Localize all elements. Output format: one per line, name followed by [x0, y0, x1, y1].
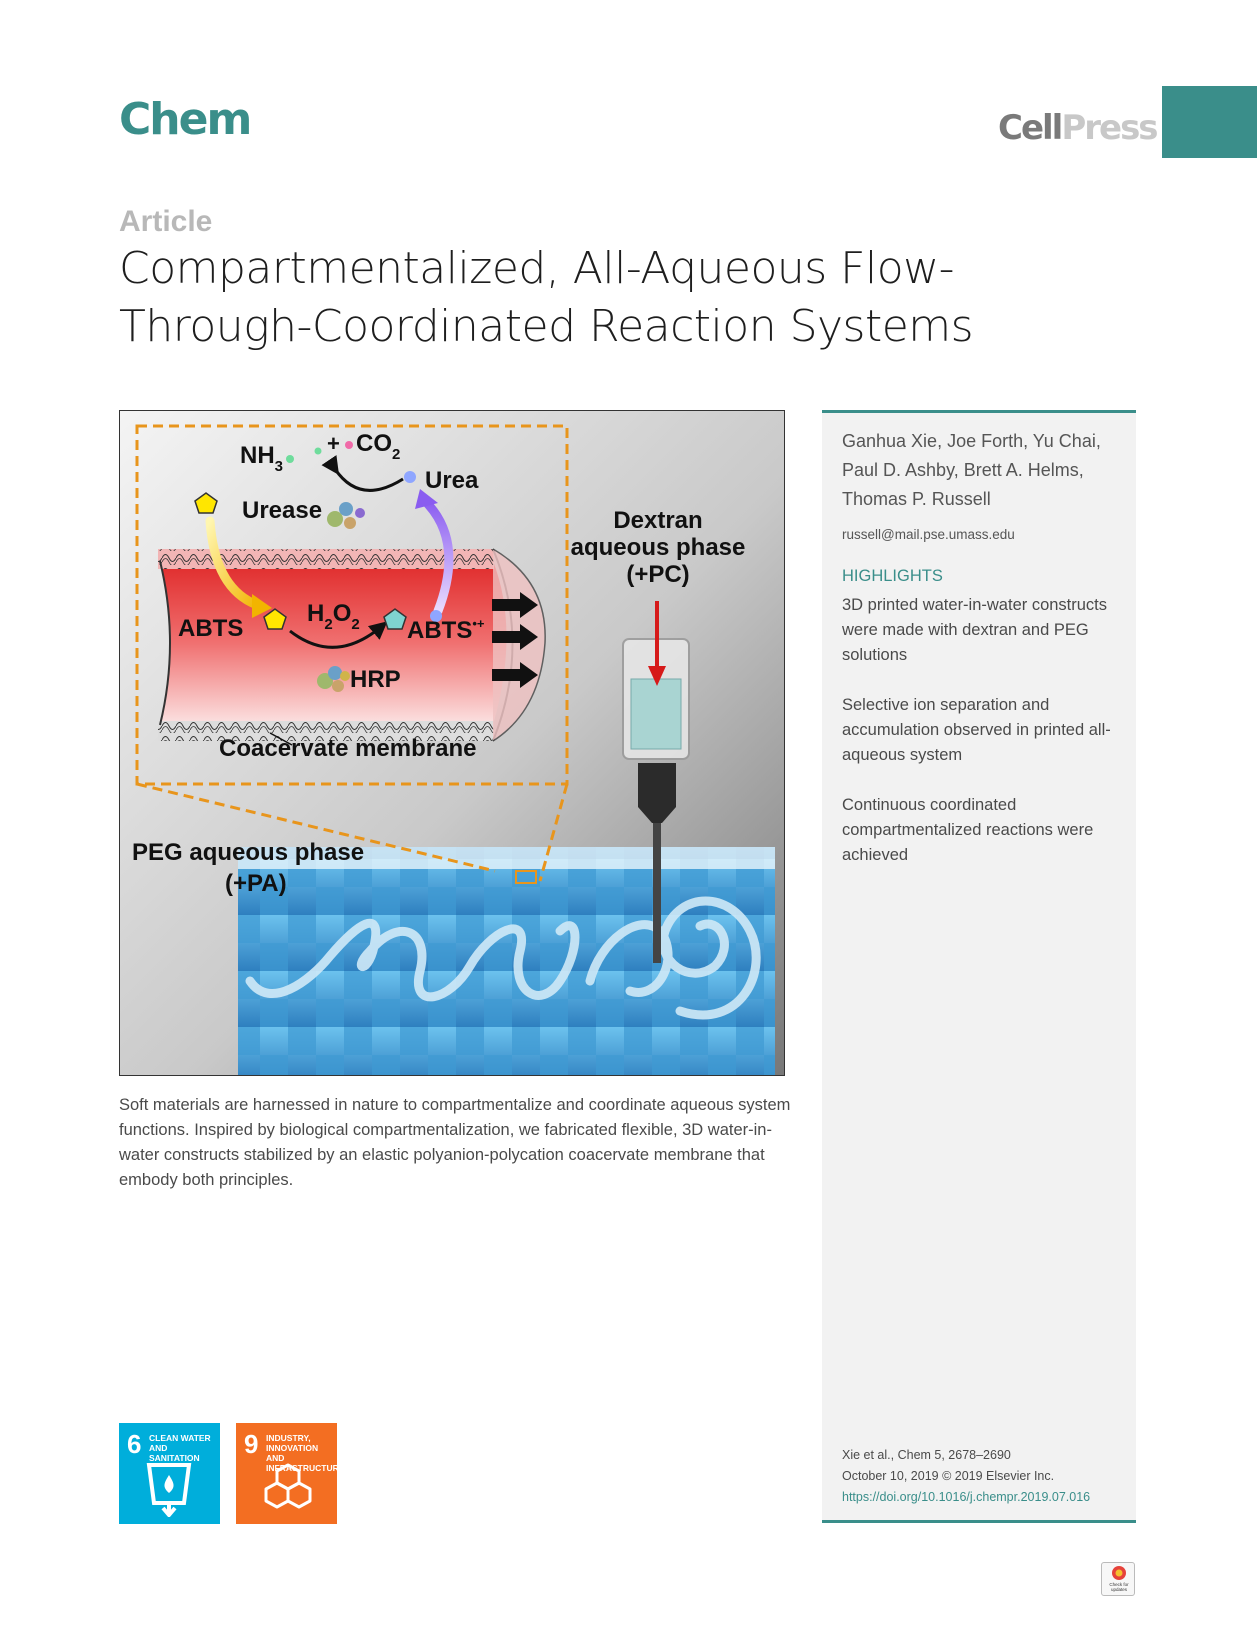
- sdg-goal-9-number: 9: [244, 1429, 259, 1459]
- publisher-logo: CellPress: [998, 108, 1159, 148]
- label-peg-1: PEG aqueous phase: [132, 839, 364, 866]
- author-list: Ganhua Xie, Joe Forth, Yu Chai, Paul D. …: [842, 431, 1101, 509]
- inset-box: [135, 424, 569, 786]
- urea-outflow-arrow: [420, 496, 454, 616]
- check-for-updates-badge[interactable]: Check for updates: [1101, 1562, 1135, 1596]
- journal-logo: Chem: [119, 94, 252, 145]
- label-peg-2: (+PA): [225, 870, 287, 897]
- urea-dot: [404, 471, 416, 483]
- cubes-icon: [264, 1463, 312, 1509]
- sdg-goal-9-label: INDUSTRY, INNOVATION AND INFRASTRUCTURE: [266, 1433, 345, 1473]
- summary-paragraph: Soft materials are harnessed in nature t…: [119, 1096, 791, 1189]
- article-type: Article: [119, 205, 213, 238]
- graphical-abstract: NH3 + CO2 Urea Urease ABTS H2O2 ABTS•+ H…: [119, 410, 785, 1076]
- graphical-abstract-figure: NH3 + CO2 Urea Urease ABTS H2O2 ABTS•+ H…: [120, 411, 784, 1075]
- label-dextran-3: (+PC): [626, 561, 689, 588]
- label-h2o2: H2O2: [307, 600, 360, 633]
- flow-out-arrows: [492, 592, 538, 688]
- peg-pool: [238, 847, 775, 1075]
- hrp-enzyme-icon: [317, 666, 350, 692]
- label-nh3: NH3: [240, 442, 283, 475]
- label-dextran-1: Dextran: [613, 507, 702, 534]
- inset-connector-left: [136, 782, 496, 873]
- doi-link[interactable]: https://doi.org/10.1016/j.chempr.2019.07…: [842, 1490, 1091, 1504]
- abts-pentagon-top: [194, 492, 218, 514]
- flow-arrow-head: [648, 666, 666, 686]
- inset-connector-right: [538, 783, 569, 882]
- citation-block: Xie et al., Chem 5, 2678–2690 October 10…: [842, 1445, 1127, 1508]
- label-co2: CO2: [356, 430, 400, 463]
- sidebar-panel: Ganhua Xie, Joe Forth, Yu Chai, Paul D. …: [822, 410, 1136, 1523]
- highlights-list: 3D printed water-in-water constructs wer…: [842, 593, 1127, 893]
- check-updates-icon: [1112, 1566, 1126, 1580]
- abts-pentagon: [263, 608, 287, 630]
- corner-accent-tab: [1162, 86, 1257, 158]
- membrane-pointer: [269, 732, 293, 746]
- urea-dot-inner: [430, 610, 442, 622]
- corresponding-email[interactable]: russell@mail.pse.umass.edu: [842, 527, 1015, 542]
- abts-radical-pentagon: [383, 608, 407, 630]
- label-coacervate-membrane: Coacervate membrane: [219, 735, 476, 762]
- label-hrp: HRP: [350, 666, 401, 693]
- abts-inflow-arrow-head: [252, 594, 272, 618]
- publisher-logo-cell: Cell: [998, 108, 1063, 148]
- check-updates-label: Check for updates: [1109, 1582, 1129, 1592]
- sdg-goal-6-label: CLEAN WATER AND SANITATION: [149, 1433, 211, 1463]
- label-abts-right: ABTS•+: [407, 616, 485, 644]
- co2-dot: [345, 441, 353, 449]
- sdg-goal-6-badge: 6 CLEAN WATER AND SANITATION: [119, 1423, 220, 1524]
- water-glass-icon: [146, 1463, 192, 1517]
- label-dextran-2: aqueous phase: [571, 534, 746, 561]
- citation-line: Xie et al., Chem 5, 2678–2690: [842, 1448, 1011, 1462]
- label-plus: +: [327, 431, 340, 456]
- nh3-dot: [286, 455, 294, 463]
- highlight-item: Continuous coordinated compartmentalized…: [842, 796, 1094, 864]
- label-urease: Urease: [242, 497, 322, 524]
- sdg-goal-6-number: 6: [127, 1429, 142, 1459]
- abts-inflow-arrow: [205, 516, 265, 611]
- hrp-reaction-arc: [289, 621, 388, 649]
- nh3-dot-2: [314, 447, 322, 455]
- highlight-item: 3D printed water-in-water constructs wer…: [842, 596, 1108, 664]
- urea-outflow-arrow-head: [415, 489, 438, 509]
- urease-reaction-arc: [321, 455, 404, 492]
- label-abts-left: ABTS: [178, 615, 243, 642]
- copyright-line: October 10, 2019 © 2019 Elsevier Inc.: [842, 1469, 1055, 1483]
- sdg-goal-9-badge: 9 INDUSTRY, INNOVATION AND INFRASTRUCTUR…: [236, 1423, 345, 1524]
- label-urea: Urea: [425, 467, 479, 494]
- urease-enzyme-icon: [327, 502, 365, 529]
- inset-marker: [515, 870, 537, 884]
- highlight-item: Selective ion separation and accumulatio…: [842, 696, 1111, 764]
- highlights-heading: HIGHLIGHTS: [842, 567, 943, 585]
- article-title: Compartmentalized, All-Aqueous Flow-Thro…: [119, 243, 974, 352]
- publisher-logo-press: Press: [1061, 108, 1158, 148]
